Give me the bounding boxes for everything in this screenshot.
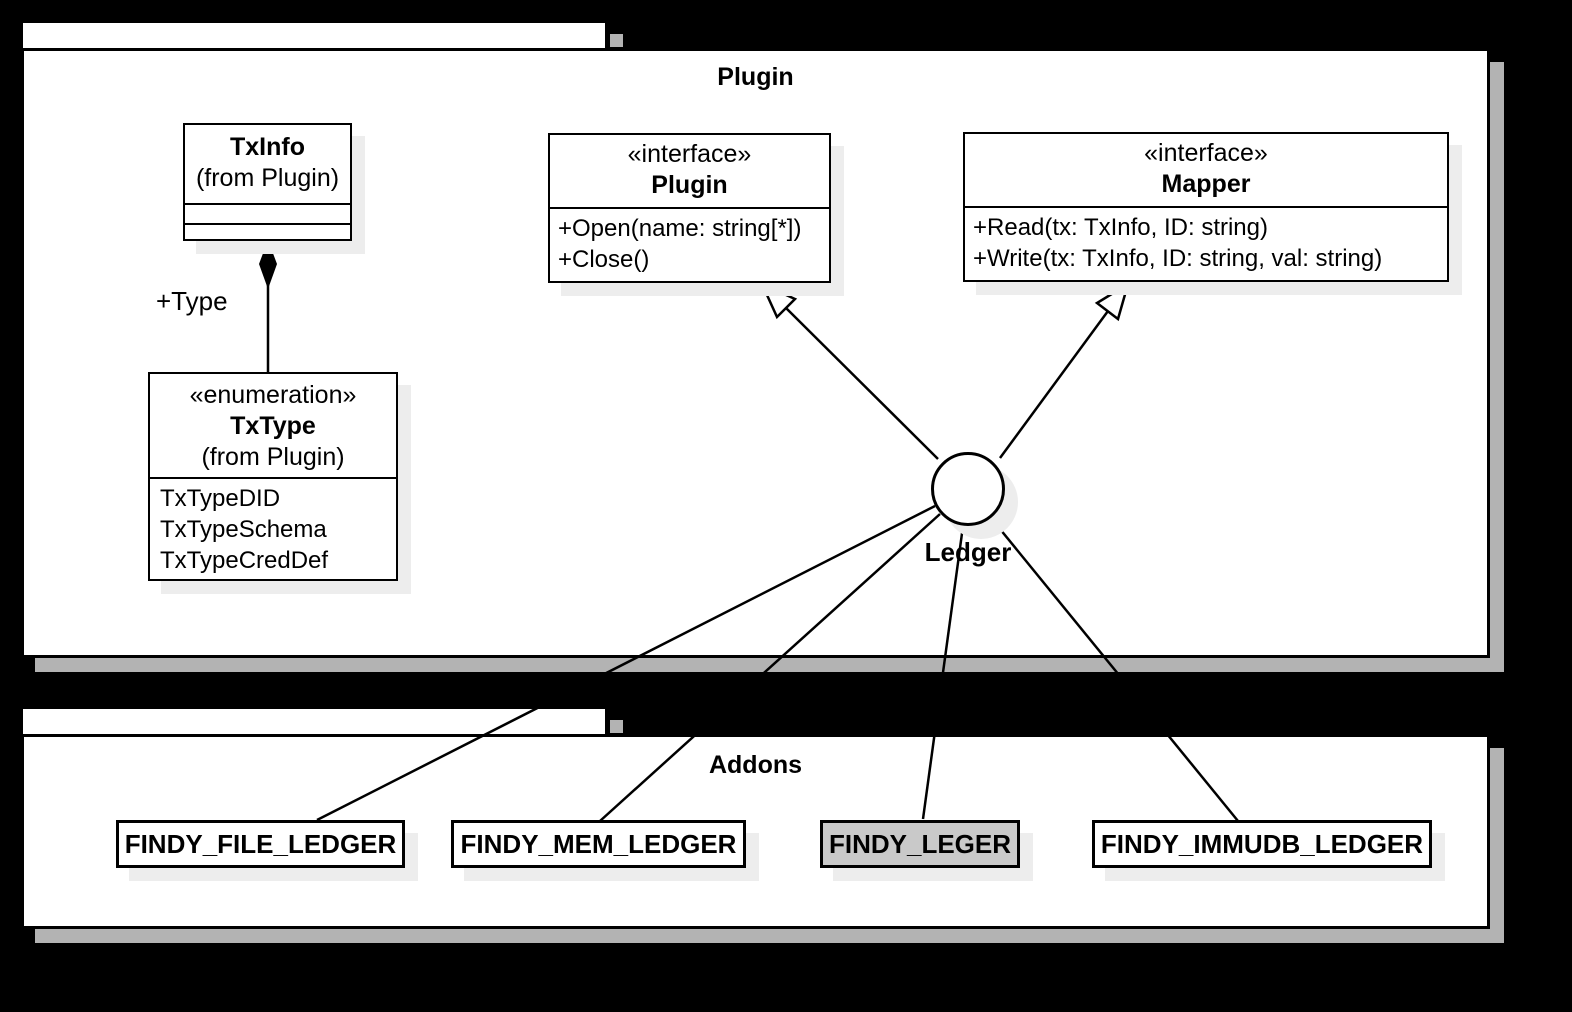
txinfo-methods-compartment (185, 223, 350, 239)
class-txinfo[interactable]: TxInfo (from Plugin) (183, 123, 352, 241)
addons-package-tab[interactable] (21, 707, 607, 736)
enum-txtype[interactable]: «enumeration» TxType (from Plugin) TxTyp… (148, 372, 398, 581)
interface-plugin[interactable]: «interface» Plugin +Open(name: string[*]… (548, 133, 831, 283)
addon-node-label: FINDY_LEGER (828, 828, 1012, 859)
plugin-package-title: Plugin (717, 63, 794, 91)
txtype-stereotype: «enumeration» (189, 381, 357, 409)
mapper-method: +Read(tx: TxInfo, ID: string) (973, 214, 1268, 241)
mapper-stereotype: «interface» (1144, 139, 1268, 167)
txinfo-attributes-compartment (185, 203, 350, 223)
plugin-name: Plugin (651, 171, 728, 199)
plugin-method: +Open(name: string[*]) (558, 215, 802, 242)
txtype-value: TxTypeSchema (160, 516, 327, 543)
addon-node-findy-mem-ledger[interactable]: FINDY_MEM_LEDGER (451, 820, 746, 868)
addon-node-label: FINDY_FILE_LEDGER (124, 828, 397, 859)
addon-node-label: FINDY_MEM_LEDGER (460, 828, 737, 859)
txtype-from: (from Plugin) (201, 443, 345, 471)
mapper-method: +Write(tx: TxInfo, ID: string, val: stri… (973, 245, 1383, 272)
plugin-package-handle (610, 34, 623, 47)
txinfo-name: TxInfo (230, 133, 305, 161)
txtype-value: TxTypeCredDef (160, 547, 329, 574)
plugin-package-tab[interactable] (21, 21, 607, 50)
ledger-ball-icon[interactable] (931, 452, 1005, 526)
txtype-value: TxTypeDID (160, 485, 281, 512)
addons-package-handle (610, 720, 623, 733)
addon-node-findy-file-ledger[interactable]: FINDY_FILE_LEDGER (116, 820, 405, 868)
interface-mapper[interactable]: «interface» Mapper +Read(tx: TxInfo, ID:… (963, 132, 1449, 282)
ledger-label: Ledger (924, 537, 1012, 567)
plugin-method: +Close() (558, 246, 650, 273)
txtype-name: TxType (230, 412, 316, 440)
txinfo-from: (from Plugin) (195, 164, 340, 192)
addon-node-findy-leger[interactable]: FINDY_LEGER (820, 820, 1020, 868)
addon-node-findy-immudb-ledger[interactable]: FINDY_IMMUDB_LEDGER (1092, 820, 1432, 868)
mapper-name: Mapper (1161, 170, 1251, 198)
addon-node-label: FINDY_IMMUDB_LEDGER (1100, 828, 1424, 859)
plugin-stereotype: «interface» (627, 140, 752, 168)
composition-role-label: +Type (156, 286, 228, 316)
addons-package-title: Addons (708, 751, 803, 779)
